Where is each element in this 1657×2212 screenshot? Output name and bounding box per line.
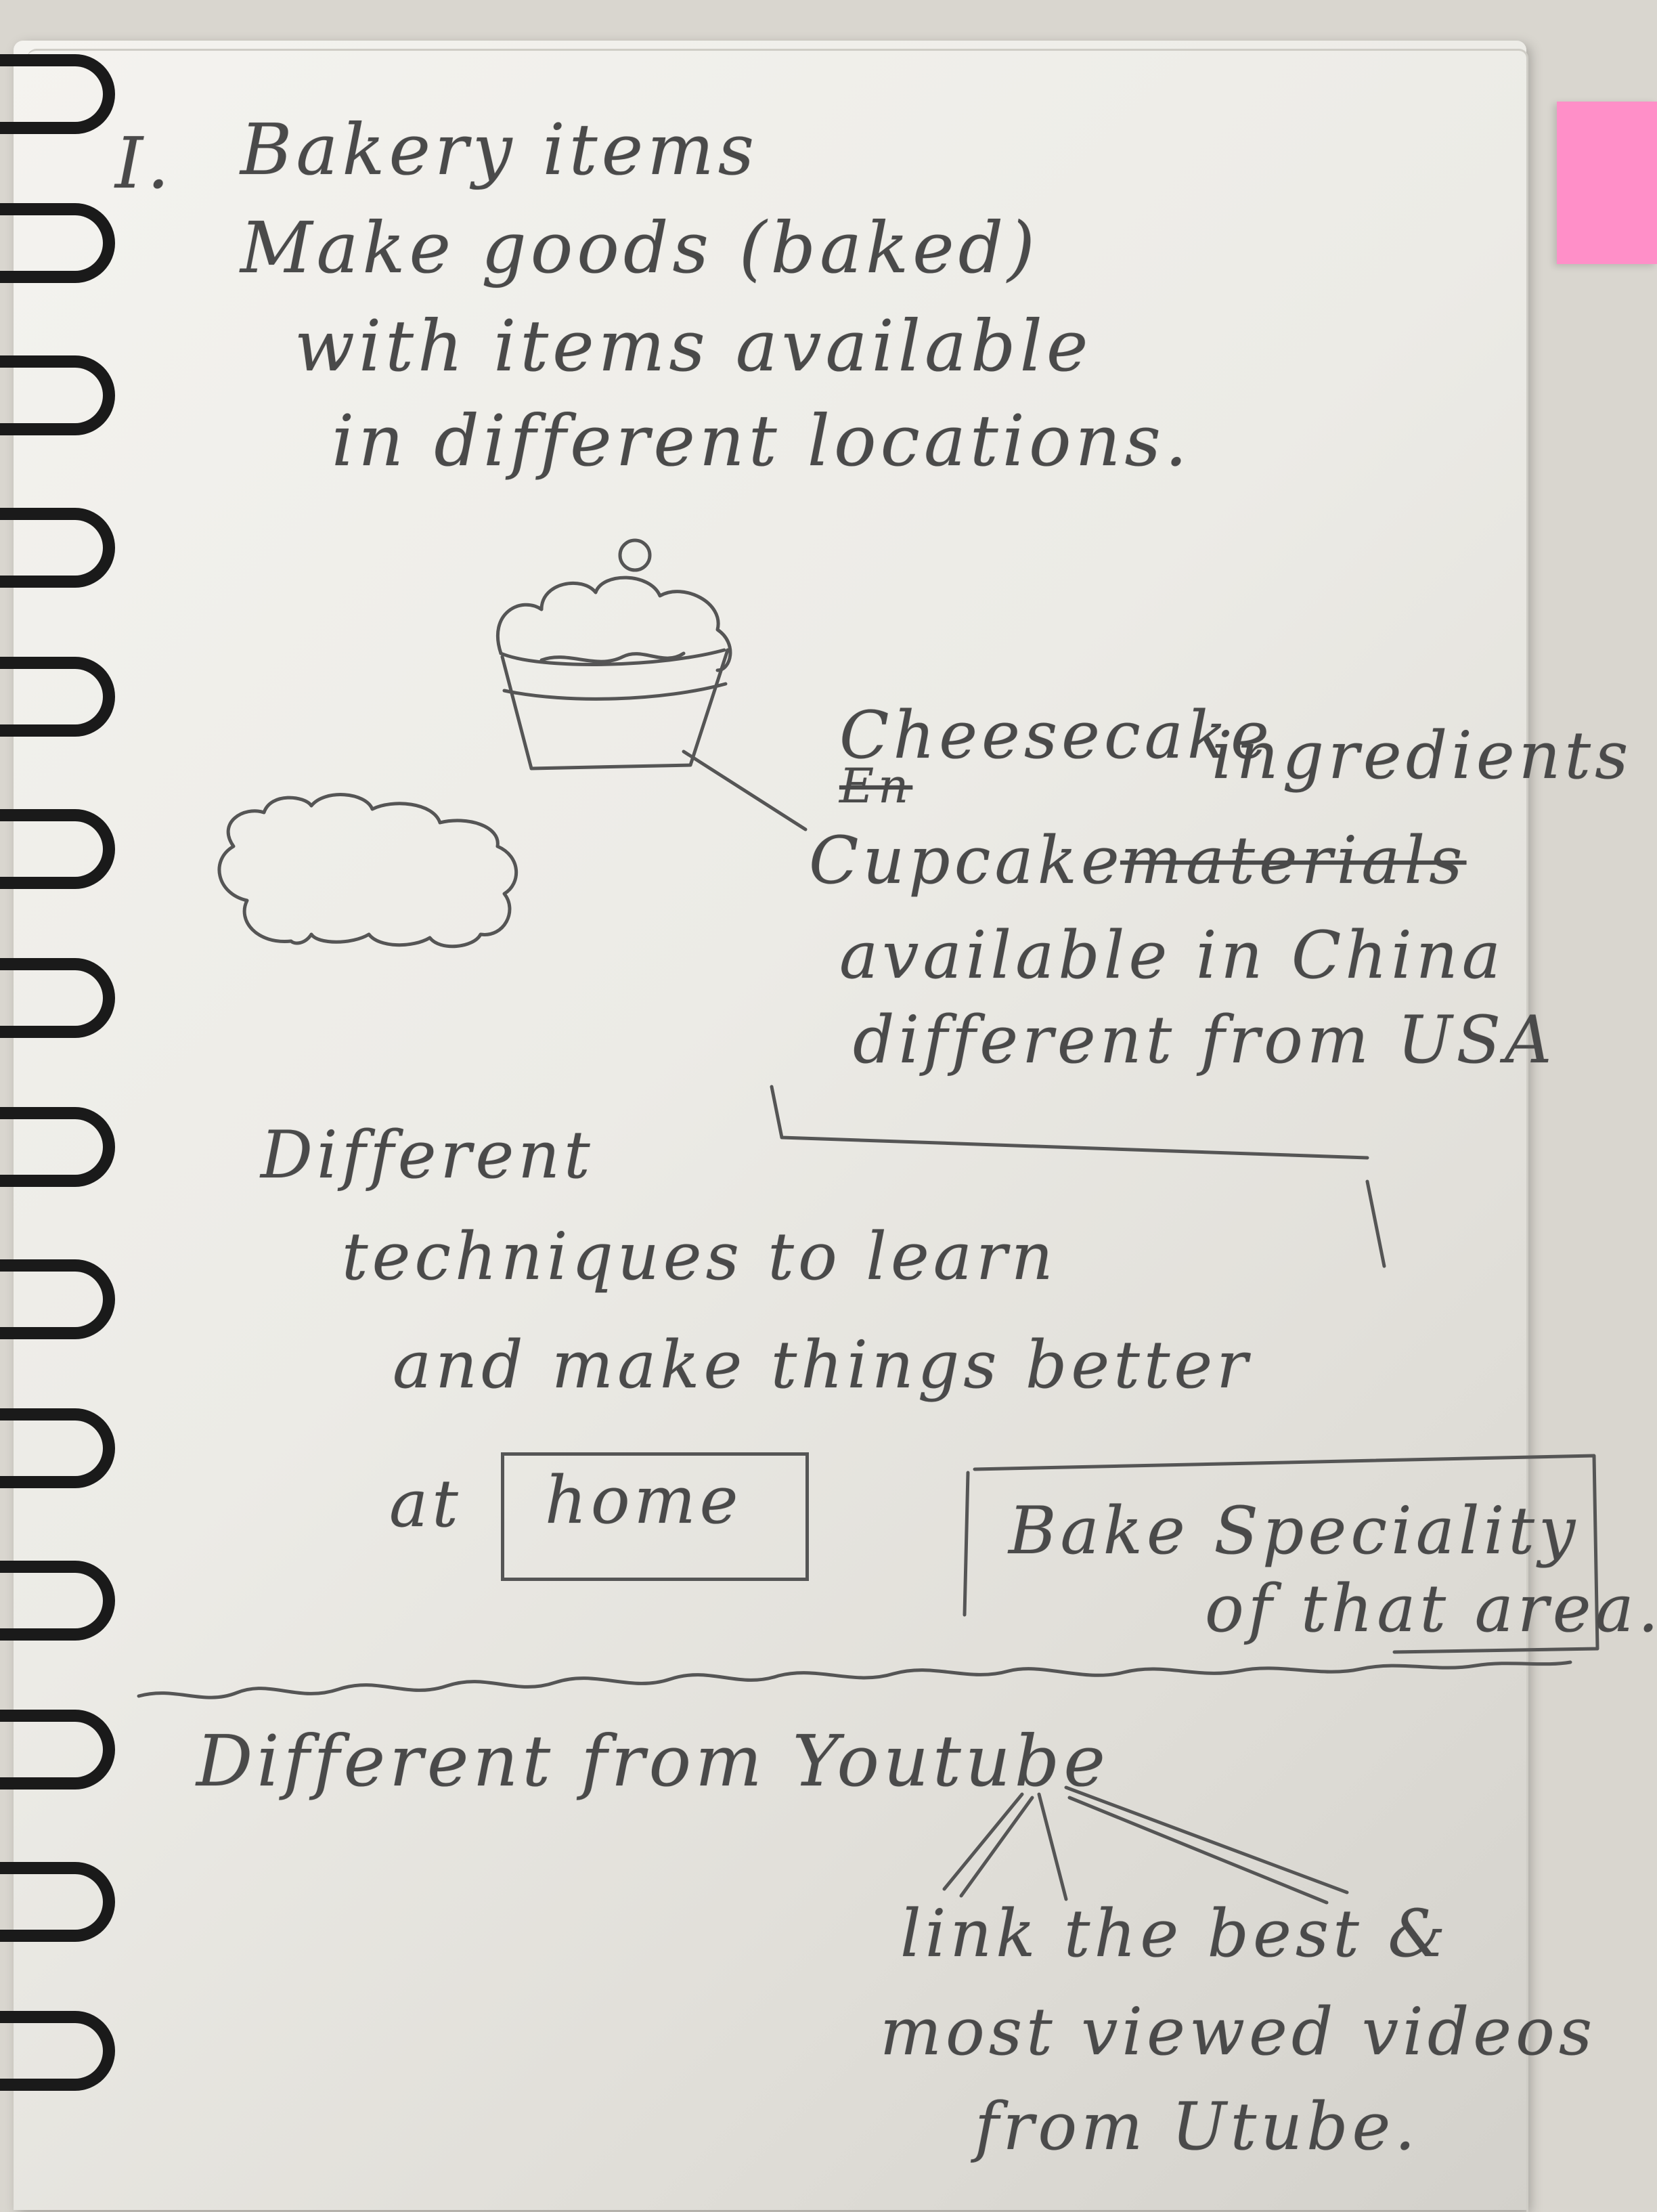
caption-struck-text: materials — [1120, 823, 1467, 898]
youtube-line: from Utube. — [975, 2089, 1419, 2165]
youtube-branch-lines — [942, 1785, 1349, 1905]
caption-line: different from USA — [853, 1002, 1556, 1078]
speciality-line: Bake Speciality — [1009, 1493, 1580, 1569]
note-line: in different locations. — [332, 399, 1191, 482]
cloud-drawing — [217, 793, 518, 949]
technique-line: techniques to learn — [342, 1219, 1057, 1295]
technique-bracket-right — [1365, 1179, 1386, 1268]
cupcake-pointer-line — [682, 750, 808, 831]
cupcake-drawing — [495, 538, 732, 771]
speciality-line: of that area. — [1205, 1571, 1657, 1647]
technique-line: at — [389, 1466, 462, 1542]
spiral-coil — [0, 355, 115, 435]
boxed-word: home — [545, 1462, 743, 1538]
home-box: home — [501, 1452, 809, 1581]
speciality-bracket-outline — [973, 1454, 1599, 1654]
spiral-coil — [0, 2011, 115, 2091]
caption-line: available in China — [839, 917, 1505, 993]
technique-line: Different — [261, 1117, 594, 1193]
notebook-page — [14, 41, 1526, 2210]
caption-line: Cheesecake — [839, 697, 1273, 773]
note-line: Make goods (baked) — [240, 207, 1039, 289]
youtube-line: link the best & — [900, 1896, 1450, 1972]
caption-bracket — [770, 1085, 1369, 1160]
caption-struck-text: En — [839, 758, 913, 814]
page-stack-edge — [27, 49, 1528, 2212]
section-divider-wave — [137, 1660, 1572, 1699]
caption-inserted-text: ingredients — [1212, 718, 1633, 794]
pink-sticky-tab — [1557, 102, 1657, 264]
youtube-line: most viewed videos — [880, 1994, 1597, 2070]
note-line: with items available — [294, 305, 1092, 387]
spiral-coil — [0, 657, 115, 737]
spiral-binding — [0, 47, 135, 2210]
note-title: Bakery items — [240, 108, 759, 191]
item-marker: I. — [115, 122, 174, 204]
youtube-line: Different from Youtube — [196, 1720, 1109, 1802]
caption-line: Cupcake — [809, 823, 1124, 898]
speciality-bracket-left — [963, 1471, 970, 1617]
technique-line: and make things better — [393, 1327, 1252, 1403]
